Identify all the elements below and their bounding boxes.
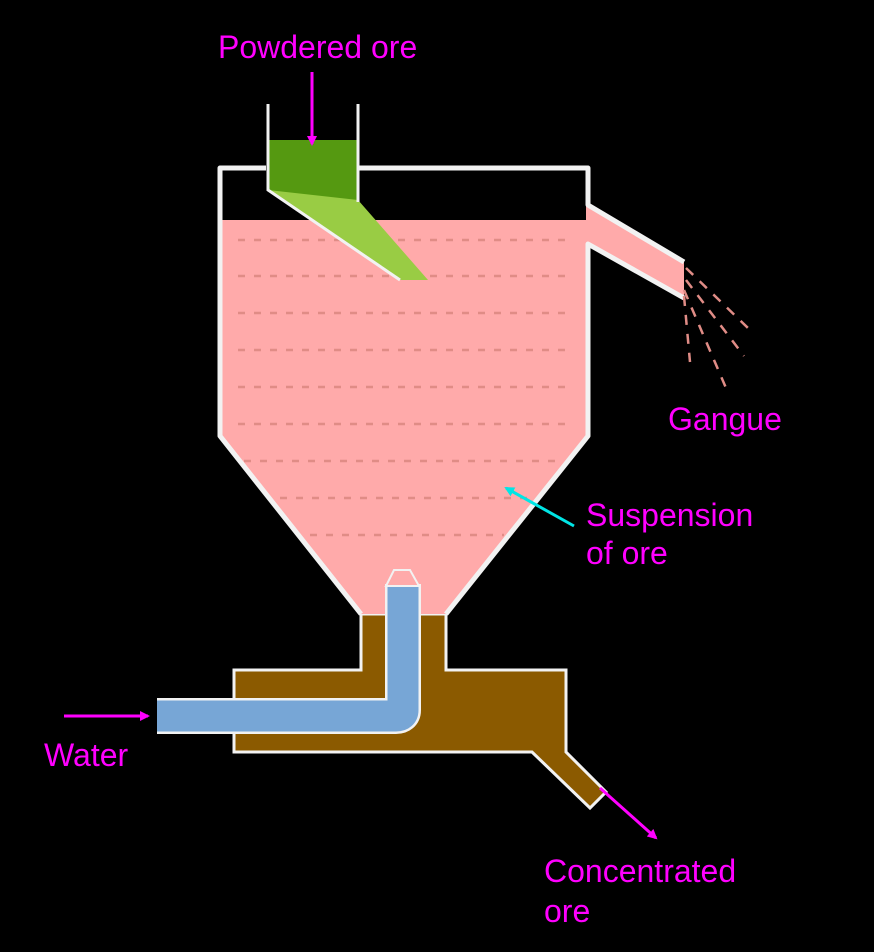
water-pipe-nozzle	[384, 569, 421, 587]
concentrated-ore-label-line2: ore	[544, 893, 590, 929]
ore-hopper-wall-left	[266, 104, 401, 282]
suspension-layers	[238, 238, 572, 537]
ore-chute	[268, 190, 428, 280]
suspension-label-line2: of ore	[586, 535, 668, 571]
concentrated-ore-arrow	[599, 786, 658, 840]
ore-hopper	[268, 140, 358, 200]
classifier-vessel-wall	[217, 165, 686, 616]
gangue-label: Gangue	[668, 401, 782, 437]
ore-suspension	[222, 220, 586, 614]
powdered-ore-label: Powdered ore	[218, 29, 417, 65]
gangue-falling-stream	[682, 267, 749, 389]
concentrated-ore-label-line1: Concentrated	[544, 853, 736, 889]
suspension-arrow	[504, 486, 575, 528]
suspension-label-line1: Suspension	[586, 497, 753, 533]
gangue-overflow-channel	[586, 205, 684, 298]
water-label: Water	[44, 737, 129, 773]
